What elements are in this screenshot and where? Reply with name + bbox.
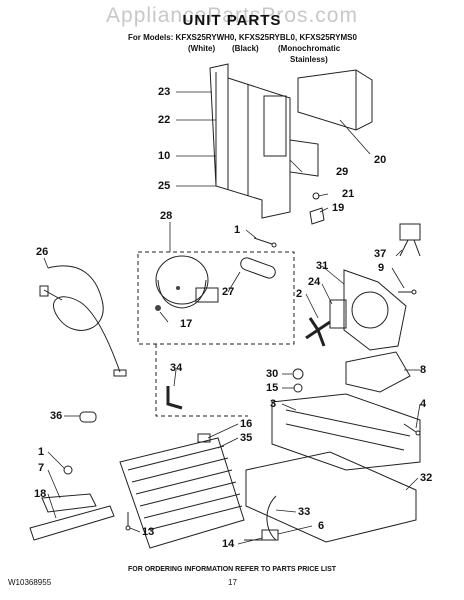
callout-28: 28 [160, 210, 173, 222]
callout-24: 24 [308, 276, 321, 288]
bracket-part-7 [41, 493, 97, 513]
callout-23: 23 [158, 86, 171, 98]
callout-1-top: 1 [234, 224, 241, 236]
page-title: UNIT PARTS [182, 12, 282, 29]
variant-mono: (Monochromatic [278, 44, 341, 53]
page-number: 17 [228, 578, 237, 587]
relay-part [195, 287, 219, 303]
bracket-part-8 [345, 351, 411, 393]
callout-25: 25 [158, 180, 171, 192]
callout-16: 16 [240, 418, 253, 430]
callout-26: 26 [36, 246, 49, 258]
callout-3: 3 [270, 398, 277, 410]
capacitor-part-27 [240, 257, 276, 279]
grommet-part-30 [292, 368, 304, 380]
rail-part-18 [29, 505, 115, 541]
callout-19: 19 [332, 202, 345, 214]
callout-18: 18 [34, 488, 47, 500]
fan-shroud-part-31 [343, 269, 407, 351]
callout-33: 33 [298, 506, 311, 518]
evaporator-heater-part [263, 95, 287, 157]
callout-9: 9 [378, 262, 385, 274]
callout-17: 17 [180, 318, 193, 330]
clamp-part-6 [261, 529, 279, 541]
variant-black: (Black) [232, 44, 259, 53]
callout-13: 13 [142, 526, 155, 538]
fitting-part-36 [79, 411, 97, 423]
clip-part-16 [197, 433, 211, 443]
base-plate-part-3 [271, 393, 421, 471]
callout-7: 7 [38, 462, 45, 474]
callout-32: 32 [420, 472, 433, 484]
callout-30: 30 [266, 368, 279, 380]
fan-blade-part-2 [305, 317, 331, 347]
screw-part-1 [63, 465, 73, 475]
evaporator-cover-part [209, 63, 291, 219]
leader-lines [43, 91, 421, 545]
callout-35: 35 [240, 432, 253, 444]
callout-2: 2 [296, 288, 303, 300]
compressor-part [155, 255, 209, 305]
drain-pan-part-32 [245, 451, 417, 543]
compressor-group-box [137, 251, 295, 345]
callout-20: 20 [374, 154, 387, 166]
clip-part-19 [309, 207, 325, 225]
callout-36: 36 [50, 410, 63, 422]
callout-34: 34 [170, 362, 183, 374]
hose-part-33 [266, 495, 277, 541]
variant-mono-2: Stainless) [290, 55, 328, 64]
callout-31: 31 [316, 260, 329, 272]
callout-1-left: 1 [38, 446, 45, 458]
models-line: For Models: KFXS25RYWH0, KFXS25RYBL0, KF… [128, 33, 357, 42]
thermostat-part-37 [399, 223, 421, 241]
condenser-part-35 [119, 437, 245, 549]
callout-29: 29 [336, 166, 349, 178]
callout-10: 10 [158, 150, 171, 162]
watermark: AppliancePartsPros.com [106, 4, 358, 27]
grommet-part-15 [293, 383, 303, 393]
callout-4: 4 [420, 398, 427, 410]
callout-15: 15 [266, 382, 279, 394]
rod-part-34 [166, 386, 183, 410]
document-number: W10368955 [8, 578, 52, 587]
variant-white: (White) [188, 44, 216, 53]
callout-27: 27 [222, 286, 235, 298]
duct-part-20 [297, 69, 373, 131]
callout-8: 8 [420, 364, 427, 376]
callout-21: 21 [342, 188, 355, 200]
callout-14: 14 [222, 538, 235, 550]
callout-22: 22 [158, 114, 171, 126]
fan-motor-part-24 [329, 299, 347, 329]
callout-6: 6 [318, 520, 325, 532]
bracket-part-29 [289, 139, 319, 177]
ordering-note: FOR ORDERING INFORMATION REFER TO PARTS … [127, 566, 337, 573]
grommet-part-17 [155, 305, 161, 311]
callout-37: 37 [374, 248, 387, 260]
wiring-harness-part-26 [47, 265, 121, 373]
